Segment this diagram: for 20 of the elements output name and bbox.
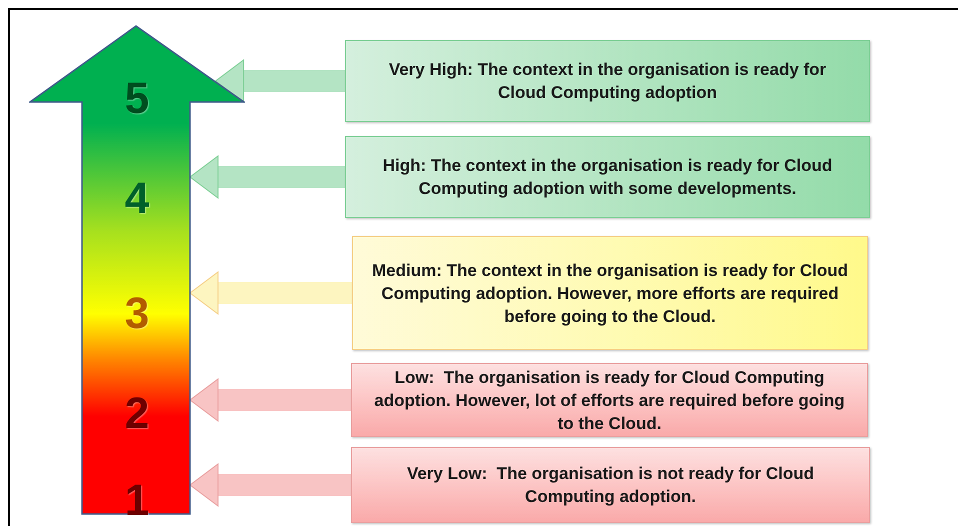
level-number: 2	[124, 390, 150, 438]
level-box	[351, 447, 870, 523]
level-description: Medium: The context in the organisation is ready for Cloud Computing adoption. However, more efforts are required before going to the Cloud.	[371, 260, 849, 328]
level-number: 4	[124, 175, 150, 223]
block-arrow	[190, 156, 345, 198]
level-description: Very Low: The organisation is not ready for Cloud Computing adoption.	[406, 463, 816, 508]
level-number: 1	[124, 477, 150, 525]
block-arrow	[215, 60, 345, 102]
block-arrow	[190, 378, 351, 422]
level-number: 3	[124, 290, 150, 338]
level-box	[351, 363, 868, 437]
level-number: 5	[124, 75, 150, 123]
level-box	[352, 236, 868, 350]
level-box	[345, 40, 870, 122]
block-arrow	[190, 464, 351, 506]
level-description: Low: The organisation is ready for Cloud Computing adoption. However, lot of efforts are required before going to the Cloud.	[373, 366, 846, 434]
level-description: High: The context in the organisation is ready for Cloud Computing adoption with some developments.	[382, 155, 834, 200]
level-description: Very High: The context in the organisation is ready for Cloud Computing adoption	[388, 59, 828, 104]
level-box	[345, 136, 870, 218]
block-arrow	[190, 272, 352, 314]
